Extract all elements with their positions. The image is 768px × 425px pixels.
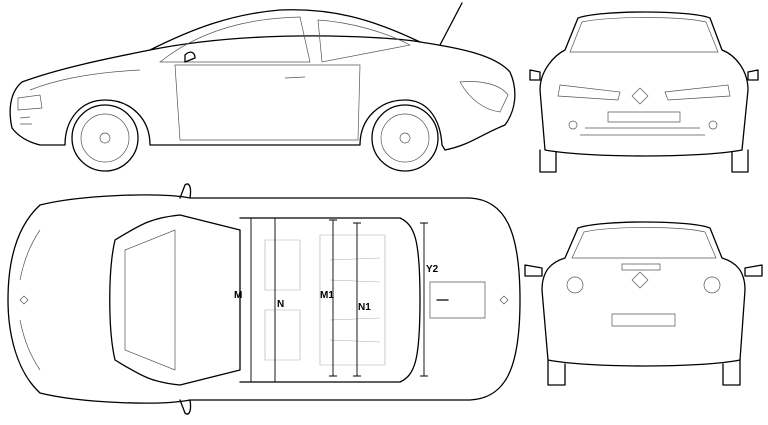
- label-n: N: [277, 299, 284, 310]
- top-view: M N M1 N1 Y2: [7, 183, 521, 415]
- side-view: [9, 2, 516, 172]
- rear-view: [524, 221, 763, 386]
- label-m: M: [234, 290, 242, 301]
- label-m1: M1: [320, 290, 334, 301]
- label-y2: Y2: [426, 264, 439, 275]
- front-view: [529, 11, 759, 173]
- label-n1: N1: [358, 302, 371, 313]
